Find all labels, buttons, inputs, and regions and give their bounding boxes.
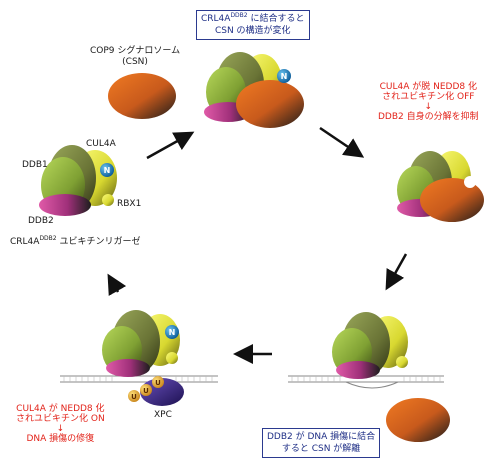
- cycle-arrows: [107, 126, 408, 364]
- right-note-line2: されユビキチン化 OFF: [382, 92, 475, 102]
- arrow-to-bottom-right: [385, 253, 408, 291]
- left-red-note: CUL4A が NEDD8 化 されユビキチン化 ON ↓ DNA 損傷の修復: [16, 404, 105, 444]
- crl4a-caption-a: CRL4A: [10, 237, 40, 247]
- arrow-to-left: [107, 273, 127, 296]
- csn-label: COP9 シグナロソーム (CSN): [90, 46, 180, 68]
- right-note-line1: CUL4A が脱 NEDD8 化: [379, 82, 477, 92]
- top-box-line1-a: CRL4A: [201, 14, 231, 24]
- xpc-label: XPC: [154, 410, 172, 420]
- crl4a-csn-complex-top: [204, 52, 304, 128]
- left-note-arrow: ↓: [56, 424, 65, 434]
- ddb2-label: DDB2: [28, 216, 54, 226]
- right-red-note: CUL4A が脱 NEDD8 化 されユビキチン化 OFF ↓ DDB2 自身の…: [378, 82, 479, 122]
- arrow-to-right: [319, 126, 365, 158]
- svg-text:U: U: [155, 379, 161, 387]
- bottom-info-box: DDB2 が DNA 損傷に結合 すると CSN が解離: [262, 428, 381, 458]
- ubiquitin-chain: [128, 376, 164, 402]
- csn-label-line1: COP9 シグナロソーム: [90, 46, 181, 56]
- left-note-line1: CUL4A が NEDD8 化: [16, 404, 105, 414]
- crl4a-csn-complex-right: [397, 151, 484, 222]
- top-info-box: CRL4ADDB2 に結合すると CSN の構造が変化: [196, 10, 310, 40]
- top-box-line2: CSN の構造が変化: [214, 26, 291, 36]
- cul4a-label: CUL4A: [86, 139, 116, 149]
- svg-text:U: U: [143, 387, 149, 395]
- crl4a-complex-left: [39, 145, 117, 216]
- xpc-protein: [140, 378, 184, 406]
- csn-label-line2: (CSN): [122, 57, 148, 67]
- left-note-line3: DNA 損傷の修復: [26, 434, 95, 444]
- csn-complex-released: [386, 398, 450, 442]
- crl4a-dna-complex-left: [102, 310, 180, 377]
- crl4a-caption: CRL4ADDB2 ユビキチンリガーゼ: [10, 235, 141, 248]
- right-note-arrow: ↓: [424, 102, 433, 112]
- ubiquitin-labels: UUU: [131, 379, 161, 401]
- csn-complex-free: [108, 73, 176, 119]
- rbx1-label: RBX1: [117, 199, 142, 209]
- dna-strand-left: [60, 375, 218, 383]
- top-box-sup: DDB2: [230, 12, 248, 19]
- crl4a-caption-sup: DDB2: [39, 235, 57, 242]
- svg-text:U: U: [131, 393, 137, 401]
- bottom-box-line2: すると CSN が解離: [281, 444, 361, 454]
- bottom-box-line1: DDB2 が DNA 損傷に結合: [267, 432, 376, 442]
- top-box-line1-b: に結合すると: [247, 14, 305, 24]
- arrow-to-top: [146, 131, 195, 160]
- crl4a-dna-complex-right: [332, 312, 408, 379]
- nedd8-top-icon: N: [281, 72, 288, 81]
- crl4a-caption-b: ユビキチンリガーゼ: [56, 237, 141, 247]
- right-note-line3: DDB2 自身の分解を抑制: [378, 112, 479, 122]
- ddb1-label: DDB1: [22, 160, 48, 170]
- nedd8-bottom-icon: N: [169, 328, 176, 337]
- nedd8-left-icon: N: [104, 166, 111, 175]
- left-note-line2: されユビキチン化 ON: [16, 414, 105, 424]
